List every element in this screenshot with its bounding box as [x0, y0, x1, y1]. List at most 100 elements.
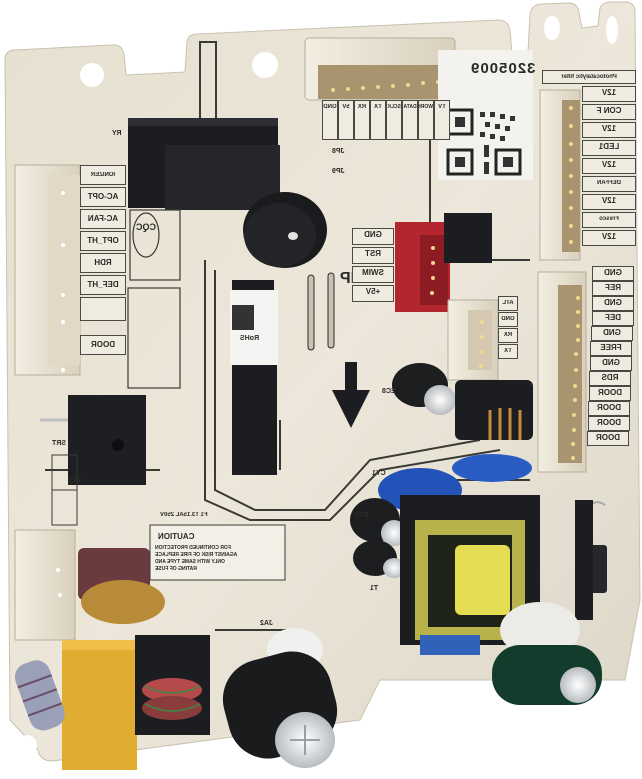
transformer-t1	[400, 495, 540, 655]
jp8-label: JP8	[332, 148, 345, 155]
capacitor-ec9	[350, 498, 407, 578]
qr-label	[438, 50, 533, 180]
cn3-pin-labels: ATL GND RX TX	[498, 296, 520, 376]
mount-hole	[80, 63, 104, 87]
pin-label: GND	[322, 100, 338, 140]
pin-label: 12V	[582, 158, 636, 174]
caution-line: FOR CONTINUED PROTECTION	[155, 545, 231, 551]
pin-label: CON F	[582, 104, 636, 120]
pin-label: 12V	[582, 230, 636, 246]
part-number: 3205009	[470, 60, 536, 77]
srt-label: SRT	[52, 440, 66, 447]
relay-label: RY	[112, 130, 122, 137]
cn4-pin-labels: GND 5V RX TX SCLK DATA WORK TV	[322, 100, 452, 140]
pin-label: RST	[352, 247, 394, 264]
pin-label: Fresco	[582, 212, 636, 228]
mount-hole	[606, 16, 618, 44]
choke-inductor	[135, 635, 210, 735]
pin-label	[80, 297, 126, 321]
pin-label: FREE	[590, 341, 632, 356]
pin-label: REF	[592, 281, 634, 296]
pin-label: ATL	[498, 296, 518, 311]
resistor	[14, 660, 65, 731]
mount-hole	[17, 735, 37, 755]
buzzer	[243, 192, 327, 268]
pin-label: RDS	[589, 371, 631, 386]
pin-label: DEF_HT	[80, 275, 126, 295]
jumper-jp6	[327, 272, 335, 349]
pin-label: DOOR	[588, 416, 630, 431]
cn8-pin-labels: Photocatalytic filter 12V CON F 12V LED1…	[542, 70, 638, 260]
cert-box	[127, 209, 181, 389]
t1-label: T1	[370, 585, 379, 592]
connector-cn4	[304, 37, 456, 101]
pin-label: DEFFAN	[582, 176, 636, 192]
ic-square	[444, 213, 492, 263]
capacitor-disc	[81, 580, 165, 624]
x-capacitor	[62, 640, 137, 770]
inductor-small	[455, 380, 533, 440]
cn2-pin-labels: IONIZER AC-OPT AC-FAN OPT_HT RDH DEF_HT …	[80, 165, 128, 365]
pin-label: GND	[352, 228, 394, 245]
pin-label: WORK	[417, 100, 434, 140]
rohs-label: RoHS	[240, 335, 260, 342]
cn9-pin-labels: GND RST SWIM +5V	[352, 228, 396, 308]
pin-label: DOOR	[589, 386, 631, 401]
pin-label: LED1	[582, 140, 636, 156]
connector-cn1	[537, 271, 587, 473]
caution-line: ONLY WITH SAME TYPE AND	[155, 559, 225, 565]
pin-label: TX	[498, 344, 518, 359]
ic-chip-top	[232, 280, 274, 290]
caution-line: AGAINST RISK OF FIRE REPLACE	[155, 552, 238, 558]
cert-label: CQC	[136, 222, 156, 232]
regulator-hs1	[40, 395, 146, 485]
connector-cn9	[395, 222, 450, 312]
jp9-label: JP9	[332, 168, 345, 175]
pin-label: RX	[498, 328, 518, 343]
caution-box	[149, 524, 286, 581]
pin-label: RDH	[80, 253, 126, 273]
trt-label: TRT	[68, 478, 82, 485]
pin-label: 12V	[582, 194, 636, 210]
pin-label: 12V	[582, 86, 636, 102]
pin-label: GND	[498, 312, 518, 327]
capacitor-green	[492, 645, 602, 705]
pin-label: +5V	[352, 285, 394, 302]
connector-cn6	[14, 529, 76, 641]
jumper-jp5	[307, 274, 315, 351]
pin-label: RX	[354, 100, 370, 140]
ja2-label: JA2	[260, 620, 273, 627]
pin-label: DOOR	[587, 431, 629, 446]
pin-label: 12V	[582, 122, 636, 138]
pin-label: GND	[590, 356, 632, 371]
caution-title: CAUTION	[158, 532, 195, 541]
pin-label: DEF	[592, 311, 634, 326]
pin-label: TV	[434, 100, 450, 140]
dip-arrow-icon	[332, 362, 370, 428]
connector-cn8	[539, 89, 581, 261]
mount-hole	[252, 52, 278, 78]
cy1-label: CY1	[372, 470, 386, 477]
pin-label: AC-OPT	[80, 187, 126, 207]
y-capacitor	[452, 454, 532, 482]
pin-label: GND	[592, 296, 634, 311]
mount-hole	[544, 16, 560, 40]
connector-cn2	[14, 164, 81, 376]
label-black-strip	[575, 500, 593, 620]
pin-label: IONIZER	[80, 165, 126, 185]
pin-label: OPT_HT	[80, 231, 126, 251]
trt-srt-box	[51, 454, 78, 526]
pin-label: DOOR	[588, 401, 630, 416]
ec9-label: EC9	[355, 512, 369, 519]
pin-label: TX	[370, 100, 386, 140]
pin-label: GND	[591, 326, 633, 341]
pin-label: DOOR	[80, 335, 126, 355]
capacitor-ec8	[392, 363, 456, 415]
white-cover	[500, 602, 580, 658]
capacitor-bulk	[222, 628, 338, 768]
cn1-pin-labels: GND REF GND DEF GND FREE GND RDS DOOR DO…	[587, 266, 638, 466]
ic-chip	[232, 365, 277, 475]
ec8-label: EC8	[382, 388, 396, 395]
